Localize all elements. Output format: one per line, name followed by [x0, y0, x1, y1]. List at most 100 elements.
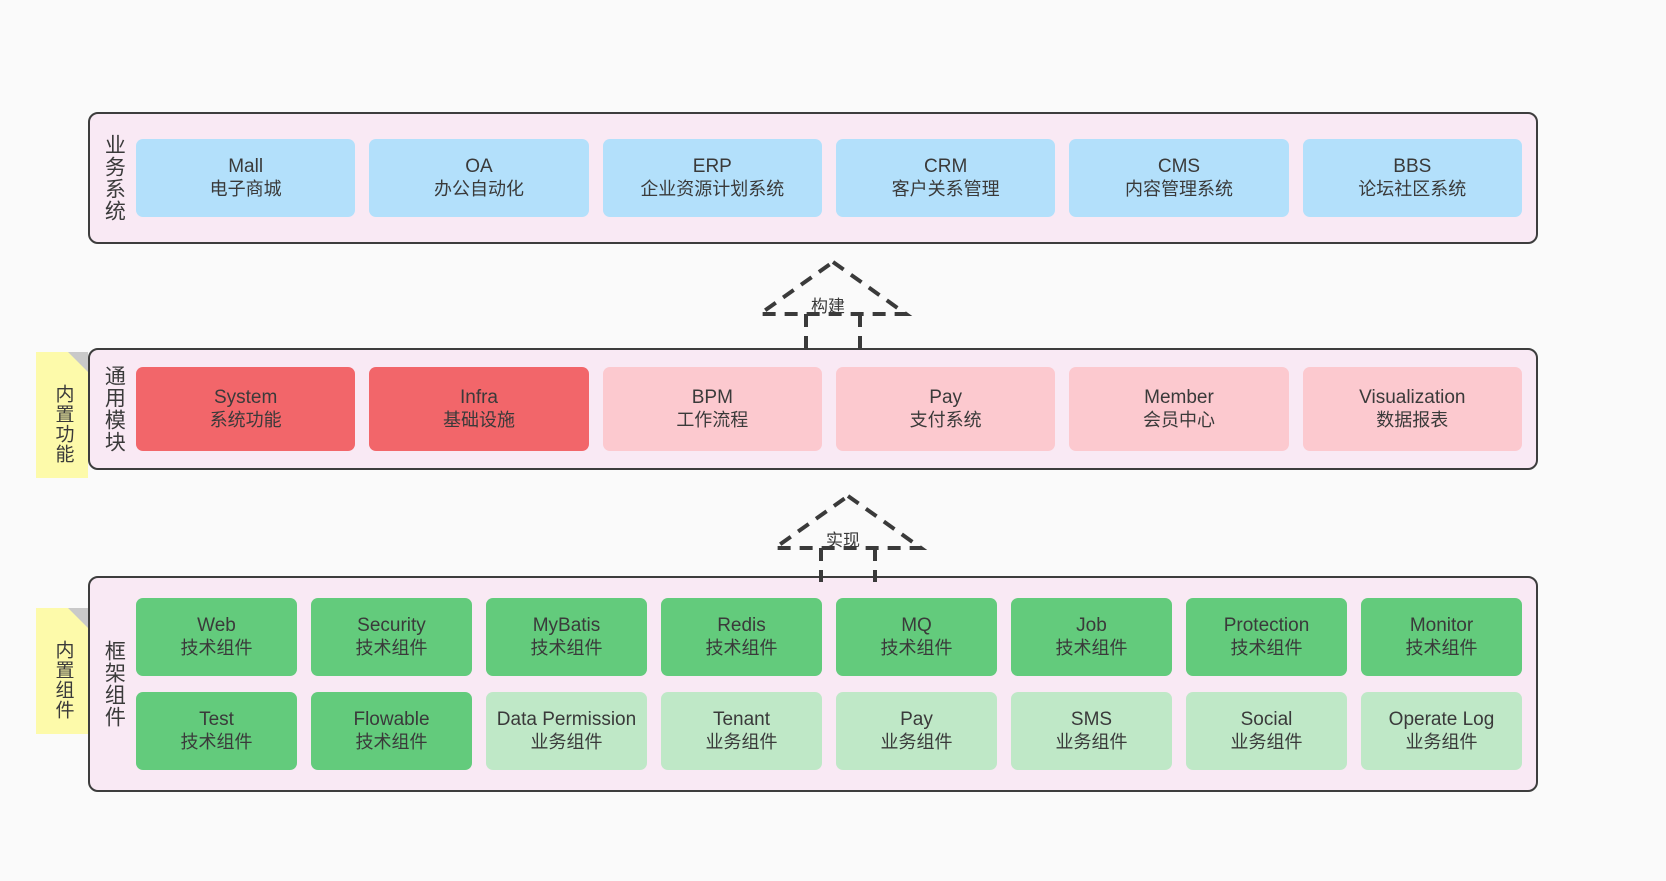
- card-redis-sub: 技术组件: [705, 637, 778, 658]
- card-member-name: Member: [1144, 387, 1214, 409]
- card-system[interactable]: System 系统功能: [136, 367, 356, 451]
- card-monitor[interactable]: Monitor 技术组件: [1361, 598, 1522, 676]
- card-infra[interactable]: Infra 基础设施: [369, 367, 589, 451]
- note-builtin-components-label: 内置组件: [52, 640, 74, 720]
- card-oa-sub: 办公自动化: [433, 178, 524, 199]
- card-pay-module-name: Pay: [929, 387, 963, 409]
- card-mq-sub: 技术组件: [880, 637, 953, 658]
- note-builtin-features-label: 内置功能: [52, 384, 74, 464]
- card-sms-sub: 业务组件: [1055, 731, 1128, 752]
- card-mybatis-sub: 技术组件: [530, 637, 603, 658]
- card-bpm[interactable]: BPM 工作流程: [602, 367, 822, 451]
- card-crm[interactable]: CRM 客户关系管理: [835, 139, 1056, 217]
- card-data-permission-sub: 业务组件: [530, 731, 603, 752]
- card-member-sub: 会员中心: [1142, 409, 1215, 430]
- card-infra-name: Infra: [459, 387, 498, 409]
- layer-business-systems: 业务系统 Mall 电子商城 OA 办公自动化 ERP 企业资源计划系统 CRM: [88, 112, 1538, 244]
- connector-build-arrow: [753, 259, 913, 348]
- card-data-permission-name: Data Permission: [496, 709, 637, 731]
- card-operate-log[interactable]: Operate Log 业务组件: [1361, 692, 1522, 770]
- card-mq[interactable]: MQ 技术组件: [836, 598, 997, 676]
- note-fold-corner-icon: [68, 352, 88, 372]
- card-member[interactable]: Member 会员中心: [1069, 367, 1289, 451]
- card-erp-name: ERP: [692, 156, 732, 178]
- card-security-sub: 技术组件: [355, 637, 428, 658]
- card-operate-log-sub: 业务组件: [1405, 731, 1478, 752]
- card-bbs-sub: 论坛社区系统: [1358, 178, 1467, 199]
- card-sms-name: SMS: [1070, 709, 1113, 731]
- card-protection-sub: 技术组件: [1230, 637, 1303, 658]
- card-test-sub: 技术组件: [180, 731, 253, 752]
- card-job-name: Job: [1076, 615, 1107, 637]
- card-web[interactable]: Web 技术组件: [136, 598, 297, 676]
- card-monitor-name: Monitor: [1409, 615, 1474, 637]
- card-pay-module-sub: 支付系统: [909, 409, 982, 430]
- card-operate-log-name: Operate Log: [1388, 709, 1495, 731]
- card-flowable-name: Flowable: [353, 709, 430, 731]
- framework-tech-row: Web 技术组件 Security 技术组件 MyBatis 技术组件 Redi…: [136, 598, 1522, 676]
- card-tenant[interactable]: Tenant 业务组件: [661, 692, 822, 770]
- note-builtin-features: 内置功能: [36, 352, 88, 478]
- card-flowable[interactable]: Flowable 技术组件: [311, 692, 472, 770]
- card-sms[interactable]: SMS 业务组件: [1011, 692, 1172, 770]
- card-system-sub: 系统功能: [209, 409, 282, 430]
- connector-build-label: 构建: [811, 297, 845, 316]
- card-bpm-name: BPM: [691, 387, 733, 409]
- card-oa-name: OA: [465, 156, 493, 178]
- connector-realize-arrow: [768, 493, 928, 582]
- card-cms[interactable]: CMS 内容管理系统: [1069, 139, 1289, 217]
- card-social-name: Social: [1240, 709, 1293, 731]
- card-pay-module[interactable]: Pay 支付系统: [835, 367, 1056, 451]
- card-job-sub: 技术组件: [1055, 637, 1128, 658]
- card-social-sub: 业务组件: [1230, 731, 1303, 752]
- card-mybatis[interactable]: MyBatis 技术组件: [486, 598, 647, 676]
- card-erp[interactable]: ERP 企业资源计划系统: [602, 139, 822, 217]
- card-mq-name: MQ: [901, 615, 932, 637]
- card-oa[interactable]: OA 办公自动化: [369, 139, 589, 217]
- card-social[interactable]: Social 业务组件: [1186, 692, 1347, 770]
- card-visualization-sub: 数据报表: [1376, 409, 1449, 430]
- card-data-permission[interactable]: Data Permission 业务组件: [486, 692, 647, 770]
- card-test[interactable]: Test 技术组件: [136, 692, 297, 770]
- card-tenant-name: Tenant: [712, 709, 771, 731]
- card-visualization[interactable]: Visualization 数据报表: [1302, 367, 1522, 451]
- layer-framework-components-body: Web 技术组件 Security 技术组件 MyBatis 技术组件 Redi…: [136, 578, 1536, 790]
- card-bbs-name: BBS: [1393, 156, 1432, 178]
- card-flowable-sub: 技术组件: [355, 731, 428, 752]
- card-system-name: System: [213, 387, 278, 409]
- framework-business-row: Test 技术组件 Flowable 技术组件 Data Permission …: [136, 692, 1522, 770]
- layer-common-modules-body: System 系统功能 Infra 基础设施 BPM 工作流程 Pay 支付系统…: [136, 350, 1536, 468]
- card-cms-name: CMS: [1157, 156, 1201, 178]
- card-protection-name: Protection: [1223, 615, 1310, 637]
- card-crm-sub: 客户关系管理: [891, 178, 1000, 199]
- card-redis-name: Redis: [717, 615, 766, 637]
- card-protection[interactable]: Protection 技术组件: [1186, 598, 1347, 676]
- layer-framework-components-label: 框架组件: [102, 640, 126, 728]
- card-pay-component[interactable]: Pay 业务组件: [836, 692, 997, 770]
- card-bpm-sub: 工作流程: [676, 409, 749, 430]
- layer-common-modules: 通用模块 System 系统功能 Infra 基础设施 BPM 工作流程 Pay: [88, 348, 1538, 470]
- card-mall-name: Mall: [228, 156, 264, 178]
- card-test-name: Test: [199, 709, 234, 731]
- card-bbs[interactable]: BBS 论坛社区系统: [1302, 139, 1522, 217]
- card-tenant-sub: 业务组件: [705, 731, 778, 752]
- card-infra-sub: 基础设施: [442, 409, 515, 430]
- card-web-sub: 技术组件: [180, 637, 253, 658]
- card-crm-name: CRM: [924, 156, 968, 178]
- card-mybatis-name: MyBatis: [532, 615, 601, 637]
- card-mall[interactable]: Mall 电子商城: [136, 139, 356, 217]
- card-web-name: Web: [197, 615, 236, 637]
- card-redis[interactable]: Redis 技术组件: [661, 598, 822, 676]
- note-builtin-components: 内置组件: [36, 608, 88, 734]
- card-security[interactable]: Security 技术组件: [311, 598, 472, 676]
- card-cms-sub: 内容管理系统: [1124, 178, 1233, 199]
- business-systems-row: Mall 电子商城 OA 办公自动化 ERP 企业资源计划系统 CRM 客户关系…: [136, 139, 1522, 217]
- common-modules-row: System 系统功能 Infra 基础设施 BPM 工作流程 Pay 支付系统…: [136, 367, 1522, 451]
- card-job[interactable]: Job 技术组件: [1011, 598, 1172, 676]
- connector-realize-label: 实现: [826, 531, 860, 550]
- card-visualization-name: Visualization: [1359, 387, 1466, 409]
- note-fold-corner-icon: [68, 608, 88, 628]
- card-erp-sub: 企业资源计划系统: [640, 178, 785, 199]
- layer-business-systems-body: Mall 电子商城 OA 办公自动化 ERP 企业资源计划系统 CRM 客户关系…: [136, 114, 1536, 242]
